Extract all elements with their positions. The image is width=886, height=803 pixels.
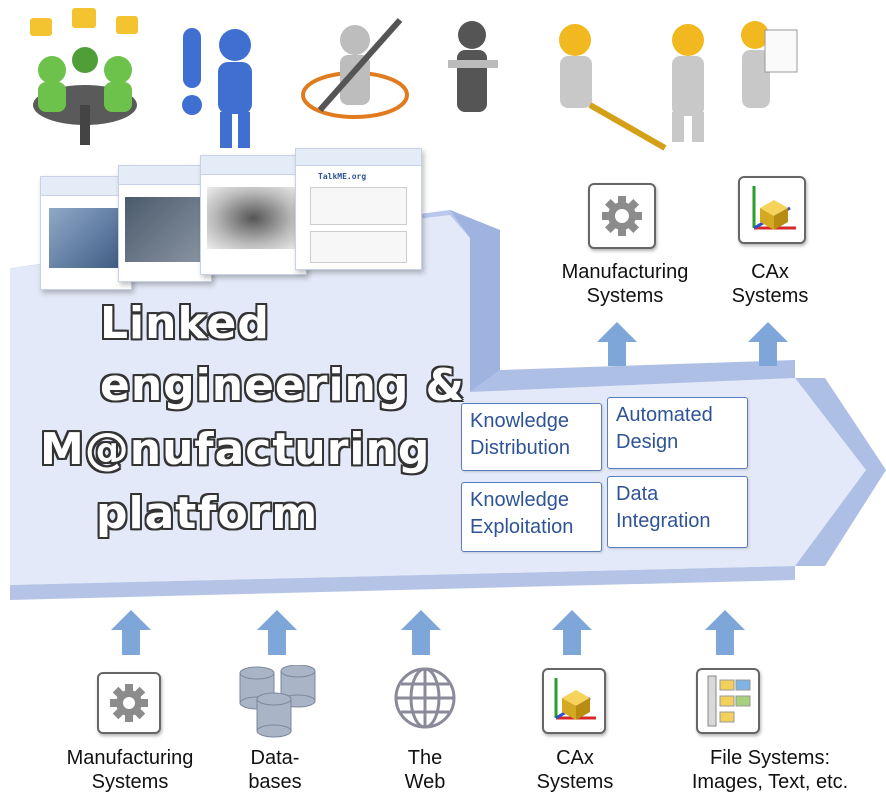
bottom-label-databases: Data- bases <box>248 747 302 793</box>
top-output-label-cax: CAx Systems <box>731 261 809 307</box>
top-output-label-manufacturing: Manufacturing Systems <box>561 261 689 307</box>
bottom-label-filesystems: File Systems: Images, Text, etc. <box>691 747 849 793</box>
up-arrow-bottom-5 <box>705 610 745 655</box>
browser-mockup: TalkME.org <box>295 148 422 270</box>
up-arrow-bottom-3 <box>401 610 441 655</box>
gear-icon <box>110 684 148 722</box>
bottom-cad-icon-box <box>542 668 606 734</box>
platform-arrow-side <box>795 378 886 566</box>
screenshot-meeting <box>40 176 132 290</box>
up-arrow-bottom-4 <box>552 610 592 655</box>
mechanic-icon <box>448 21 498 112</box>
engineer-wrench-icon <box>672 24 704 142</box>
service-automated-design: Automated Design <box>607 397 748 469</box>
screenshot-car <box>200 155 307 275</box>
bottom-label-cax: CAx Systems <box>536 747 614 793</box>
designer-icon <box>301 18 409 119</box>
database-icon <box>239 665 316 738</box>
up-arrow-top-2 <box>748 322 788 366</box>
cad-cube-icon <box>752 186 796 230</box>
idea-person-icon <box>182 28 252 148</box>
top-cad-icon-box <box>738 176 806 244</box>
title-line-2: engineering & <box>100 360 466 411</box>
up-arrow-bottom-1 <box>111 610 151 655</box>
globe-icon <box>394 667 456 729</box>
meeting-group-icon <box>30 8 138 145</box>
platform-front-edge <box>10 566 795 600</box>
service-knowledge-exploitation: Knowledge Exploitation <box>461 482 602 552</box>
platform-step-side <box>470 360 795 392</box>
up-arrow-bottom-2 <box>257 610 297 655</box>
title-line-1: Linked <box>100 298 270 349</box>
platform-step-wall <box>450 210 500 392</box>
bottom-gear-icon-box <box>97 672 161 734</box>
people-illustrations <box>30 8 798 151</box>
gear-icon <box>602 196 642 236</box>
bottom-file-icon-box <box>696 668 760 734</box>
title-line-4: platform <box>96 488 319 539</box>
engineer-blueprint-icon <box>741 21 798 108</box>
site-name: TalkME.org <box>318 172 367 181</box>
file-tree-icon <box>707 675 751 727</box>
top-gear-icon-box <box>588 183 656 249</box>
bottom-label-manufacturing: Manufacturing Systems <box>66 747 194 793</box>
up-arrow-top-1 <box>597 322 637 366</box>
service-knowledge-distribution: Knowledge Distribution <box>461 403 602 471</box>
title-line-3: M@nufacturing <box>40 424 431 475</box>
engineer-measuring-icon <box>559 24 667 151</box>
service-data-integration: Data Integration <box>607 476 748 548</box>
bottom-label-web: The Web <box>404 747 446 793</box>
screenshot-cars <box>118 165 212 282</box>
cad-cube-icon <box>554 678 596 720</box>
